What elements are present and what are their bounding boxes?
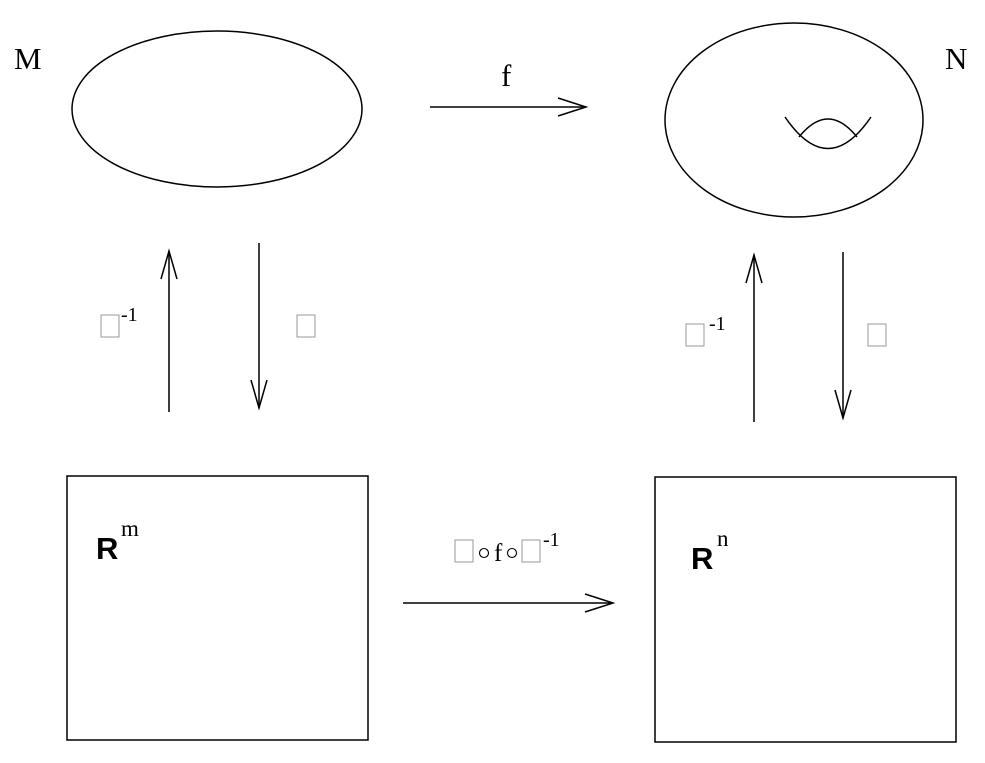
chart-symbol-box <box>296 314 316 338</box>
transition-map-label: f -1 <box>454 529 560 567</box>
map-f-arrow <box>430 97 589 117</box>
chart-arrow-right <box>834 252 852 421</box>
manifold-n-torus <box>664 22 924 218</box>
transition-map-f: f <box>494 540 503 567</box>
chart-symbol-box <box>867 323 887 347</box>
chart-label-left <box>296 314 316 338</box>
chart-symbol-box <box>454 539 474 563</box>
chart-symbol-box <box>685 323 705 347</box>
map-f-label: f <box>501 58 512 93</box>
manifold-m-label: M <box>14 41 42 76</box>
chart-inverse-arrow-right <box>745 252 763 422</box>
euclidean-space-rm-exponent: m <box>121 516 139 541</box>
transition-map-exponent: -1 <box>543 529 560 551</box>
chart-inverse-exponent: -1 <box>709 313 726 335</box>
euclidean-space-rn-box <box>654 476 957 743</box>
euclidean-space-rm-base: R <box>96 531 118 566</box>
chart-symbol-box <box>521 539 541 563</box>
manifold-n-label: N <box>945 41 967 76</box>
chart-inverse-label-right: -1 <box>685 313 726 347</box>
chart-inverse-exponent: -1 <box>121 304 138 326</box>
chart-label-right <box>867 323 887 347</box>
chart-inverse-arrow-left <box>160 248 178 412</box>
compose-operator <box>478 547 490 559</box>
transition-map-arrow <box>403 593 616 613</box>
chart-arrow-left <box>250 243 268 411</box>
euclidean-space-rn-exponent: n <box>717 526 729 551</box>
chart-symbol-box <box>100 314 120 338</box>
manifold-m-ellipse <box>71 30 363 188</box>
compose-operator <box>506 547 518 559</box>
euclidean-space-rm-box <box>66 475 369 741</box>
chart-inverse-label-left: -1 <box>100 304 138 338</box>
euclidean-space-rn-base: R <box>691 541 713 576</box>
